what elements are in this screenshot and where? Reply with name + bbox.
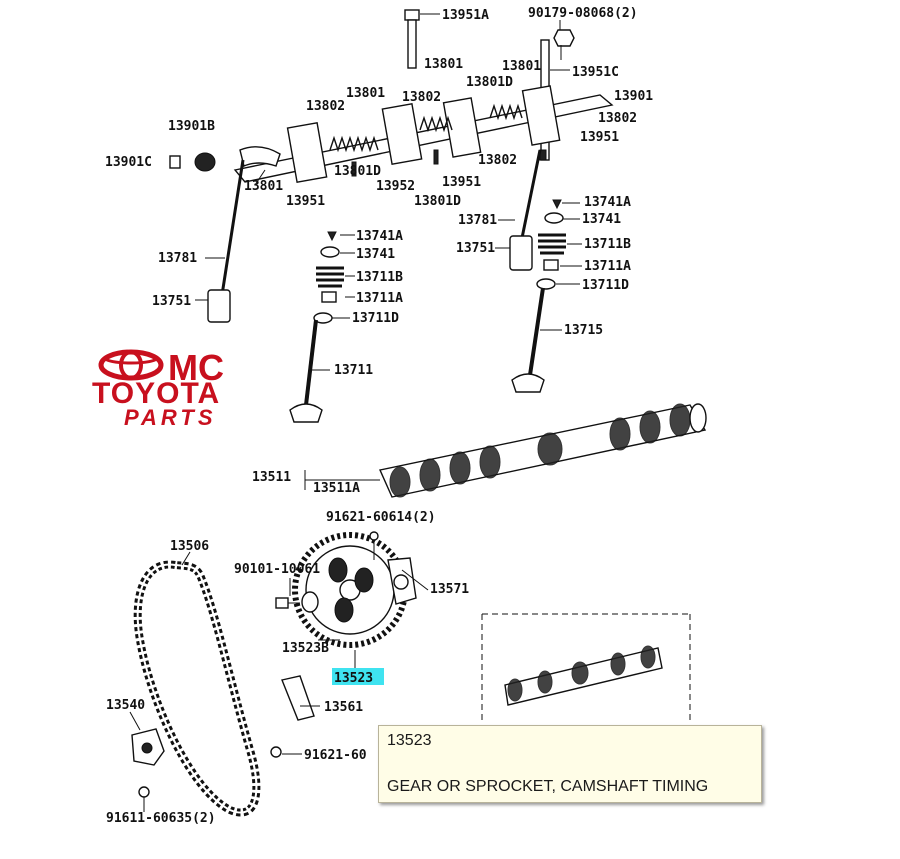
label-13781[interactable]: 13781 [458, 213, 497, 228]
label-13511A[interactable]: 13511A [313, 481, 360, 496]
label-13711A[interactable]: 13711A [584, 259, 631, 274]
logo-mc-text: MC [168, 347, 224, 388]
label-13801[interactable]: 13801 [346, 86, 385, 101]
push-rods-and-lifters [207, 149, 542, 323]
label-13741A[interactable]: 13741A [356, 229, 403, 244]
camshaft-sprocket-13523 [275, 531, 417, 648]
label-13741[interactable]: 13741 [356, 247, 395, 262]
tooltip-part-description: GEAR OR SPROCKET, CAMSHAFT TIMING [387, 778, 709, 795]
label-13711D[interactable]: 13711D [352, 311, 399, 326]
label-91611-60635[interactable]: 91611-60635(2) [106, 811, 216, 826]
part-tooltip: 13523 GEAR OR SPROCKET, CAMSHAFT TIMING [378, 725, 762, 803]
label-90101-10061[interactable]: 90101-10061 [234, 562, 320, 577]
label-13506[interactable]: 13506 [170, 539, 209, 554]
label-13802[interactable]: 13802 [306, 99, 345, 114]
label-13951[interactable]: 13951 [442, 175, 481, 190]
label-13561[interactable]: 13561 [324, 700, 363, 715]
label-13741A[interactable]: 13741A [584, 195, 631, 210]
label-13801[interactable]: 13801 [424, 57, 463, 72]
chain-damper-13561 [270, 675, 315, 758]
label-13781[interactable]: 13781 [158, 251, 197, 266]
label-13901C[interactable]: 13901C [105, 155, 152, 170]
label-13951[interactable]: 13951 [580, 130, 619, 145]
part-labels: 13951A 90179-08068(2) 13801 13801 13801 … [105, 6, 653, 826]
label-91621-60614[interactable]: 91621-60614(2) [326, 510, 436, 525]
label-13801D[interactable]: 13801D [334, 164, 381, 179]
label-13711B[interactable]: 13711B [356, 270, 403, 285]
label-90179-08068[interactable]: 90179-08068(2) [528, 6, 638, 21]
label-13523B[interactable]: 13523B [282, 641, 329, 656]
label-13751[interactable]: 13751 [152, 294, 191, 309]
label-13711D[interactable]: 13711D [582, 278, 629, 293]
label-13511[interactable]: 13511 [252, 470, 291, 485]
mc-toyota-parts-logo: MC TOYOTA PARTS [92, 347, 224, 430]
label-13951C[interactable]: 13951C [572, 65, 619, 80]
label-13540[interactable]: 13540 [106, 698, 145, 713]
tooltip-part-number: 13523 [387, 732, 432, 749]
label-13751[interactable]: 13751 [456, 241, 495, 256]
label-13711B[interactable]: 13711B [584, 237, 631, 252]
label-13801[interactable]: 13801 [244, 179, 283, 194]
label-13951A[interactable]: 13951A [442, 8, 489, 23]
label-13711A[interactable]: 13711A [356, 291, 403, 306]
label-13952[interactable]: 13952 [376, 179, 415, 194]
label-13802[interactable]: 13802 [402, 90, 441, 105]
label-13801D[interactable]: 13801D [414, 194, 461, 209]
label-13715[interactable]: 13715 [564, 323, 603, 338]
exhaust-valve-group [511, 199, 566, 393]
label-13801[interactable]: 13801 [502, 59, 541, 74]
label-13802[interactable]: 13802 [598, 111, 637, 126]
label-13801D[interactable]: 13801D [466, 75, 513, 90]
label-91621-60[interactable]: 91621-60 [304, 748, 367, 763]
label-13901B[interactable]: 13901B [168, 119, 215, 134]
camshaft [304, 403, 707, 498]
label-13571[interactable]: 13571 [430, 582, 469, 597]
intake-valve-group [289, 231, 344, 423]
camshaft-inset [481, 613, 691, 720]
rocker-shaft-assembly [169, 9, 614, 183]
timing-chain-13506 [133, 560, 261, 817]
leader-lines [129, 13, 582, 812]
selected-part-highlight [332, 668, 384, 685]
label-13523-selected[interactable]: 13523 [334, 671, 373, 686]
label-13711[interactable]: 13711 [334, 363, 373, 378]
logo-parts-text: PARTS [124, 405, 217, 430]
label-13951[interactable]: 13951 [286, 194, 325, 209]
chain-tensioner-13540 [131, 728, 165, 810]
label-13901[interactable]: 13901 [614, 89, 653, 104]
logo-toyota-text: TOYOTA [92, 377, 220, 410]
label-13741[interactable]: 13741 [582, 212, 621, 227]
label-13802[interactable]: 13802 [478, 153, 517, 168]
